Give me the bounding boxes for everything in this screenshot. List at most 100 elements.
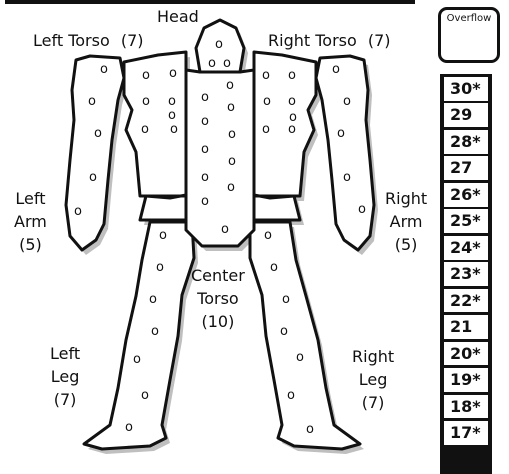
- armor-pip[interactable]: o: [159, 228, 167, 243]
- overflow-box: Overflow: [438, 7, 500, 63]
- heat-scale-cell[interactable]: 30*: [444, 77, 488, 101]
- right-arm-line2: Arm: [385, 210, 427, 233]
- heat-scale-cell[interactable]: 20*: [444, 342, 488, 366]
- head-label-text: Head: [157, 5, 199, 28]
- left-leg-line1: Left: [50, 342, 80, 365]
- center-torso-outline: [186, 70, 254, 246]
- armor-pip[interactable]: o: [288, 94, 296, 109]
- armor-pip[interactable]: o: [337, 126, 345, 141]
- center-torso-label: Center Torso (10): [191, 264, 245, 334]
- right-leg-armor: (7): [352, 391, 394, 414]
- armor-pip[interactable]: o: [287, 388, 295, 403]
- heat-scale-cell[interactable]: 24*: [444, 236, 488, 260]
- armor-pip[interactable]: o: [306, 422, 314, 437]
- right-leg-line2: Leg: [352, 368, 394, 391]
- armor-pip[interactable]: o: [343, 94, 351, 109]
- heat-scale-cell[interactable]: 27: [444, 156, 488, 180]
- armor-pip[interactable]: o: [88, 94, 96, 109]
- armor-pip[interactable]: o: [201, 142, 209, 157]
- armor-pip[interactable]: o: [142, 94, 150, 109]
- heat-scale-cell[interactable]: 21: [444, 315, 488, 339]
- right-arm-label: Right Arm (5): [385, 187, 427, 257]
- left-arm-line1: Left: [14, 187, 47, 210]
- armor-pip[interactable]: o: [227, 100, 235, 115]
- left-torso-label: Left Torso (7): [33, 29, 144, 52]
- left-leg-armor: (7): [50, 388, 80, 411]
- right-torso-name: Right Torso: [268, 31, 357, 50]
- heat-scale-cell[interactable]: 18*: [444, 395, 488, 419]
- armor-pip[interactable]: o: [264, 228, 272, 243]
- armor-pip[interactable]: o: [282, 292, 290, 307]
- armor-pip[interactable]: o: [208, 56, 216, 71]
- armor-pip[interactable]: o: [133, 352, 141, 367]
- armor-pip[interactable]: o: [270, 260, 278, 275]
- right-leg-line1: Right: [352, 345, 394, 368]
- armor-pip[interactable]: o: [201, 194, 209, 209]
- armor-pip[interactable]: o: [156, 260, 164, 275]
- right-leg-outline: [250, 222, 360, 449]
- armor-pip[interactable]: o: [169, 66, 177, 81]
- armor-pip[interactable]: o: [228, 127, 236, 142]
- heat-scale-cell[interactable]: 19*: [444, 368, 488, 392]
- armor-pip[interactable]: o: [141, 122, 149, 137]
- heat-scale-cell[interactable]: 28*: [444, 130, 488, 154]
- armor-pip[interactable]: o: [100, 62, 108, 77]
- head-label: Head: [157, 5, 199, 28]
- armor-pip[interactable]: o: [228, 154, 236, 169]
- armor-pip[interactable]: o: [296, 350, 304, 365]
- heat-scale-cell[interactable]: 22*: [444, 289, 488, 313]
- heat-scale-cell[interactable]: 17*: [444, 421, 488, 445]
- armor-pip[interactable]: o: [201, 90, 209, 105]
- heat-scale: 30*29 28*27 26*25* 24*23* 22*21 20*19* 18*17*: [440, 74, 492, 474]
- left-arm-label: Left Arm (5): [14, 187, 47, 257]
- armor-pip[interactable]: o: [262, 68, 270, 83]
- armor-pip[interactable]: o: [288, 122, 296, 137]
- heat-scale-cell[interactable]: 26*: [444, 183, 488, 207]
- armor-pip[interactable]: o: [141, 388, 149, 403]
- armor-pip[interactable]: o: [168, 94, 176, 109]
- armor-pip[interactable]: o: [280, 324, 288, 339]
- armor-pip[interactable]: o: [358, 202, 366, 217]
- heat-scale-cell[interactable]: 23*: [444, 262, 488, 286]
- armor-pip[interactable]: o: [142, 68, 150, 83]
- overflow-label: Overflow: [447, 13, 492, 24]
- armor-pip[interactable]: o: [74, 204, 82, 219]
- armor-pip[interactable]: o: [89, 170, 97, 185]
- armor-pip[interactable]: o: [226, 78, 234, 93]
- armor-pip[interactable]: o: [94, 126, 102, 141]
- left-arm-line2: Arm: [14, 210, 47, 233]
- center-torso-line1: Center: [191, 264, 245, 287]
- armor-pip[interactable]: o: [215, 37, 223, 52]
- armor-pip[interactable]: o: [227, 180, 235, 195]
- left-leg-outline: [84, 222, 194, 449]
- top-bar: [5, 0, 415, 4]
- armor-pip[interactable]: o: [125, 420, 133, 435]
- armor-pip[interactable]: o: [343, 170, 351, 185]
- armor-pip[interactable]: o: [151, 324, 159, 339]
- left-leg-label: Left Leg (7): [50, 342, 80, 412]
- center-torso-armor: (10): [191, 310, 245, 333]
- right-leg-label: Right Leg (7): [352, 345, 394, 415]
- heat-scale-cell[interactable]: 29: [444, 103, 488, 127]
- heat-scale-cell[interactable]: 25*: [444, 209, 488, 233]
- left-torso-armor: (7): [121, 31, 144, 50]
- right-arm-armor: (5): [385, 233, 427, 256]
- right-arm-outline: [316, 56, 374, 250]
- center-torso-line2: Torso: [191, 287, 245, 310]
- armor-pip[interactable]: o: [149, 292, 157, 307]
- armor-pip[interactable]: o: [288, 68, 296, 83]
- right-torso-label: Right Torso (7): [268, 29, 391, 52]
- armor-pip[interactable]: o: [221, 222, 229, 237]
- armor-pip[interactable]: o: [201, 170, 209, 185]
- armor-pip[interactable]: o: [170, 122, 178, 137]
- armor-pip[interactable]: o: [263, 94, 271, 109]
- armor-pip[interactable]: o: [201, 114, 209, 129]
- armor-pip[interactable]: o: [332, 62, 340, 77]
- right-torso-armor: (7): [368, 31, 391, 50]
- armor-pip[interactable]: o: [262, 122, 270, 137]
- right-arm-line1: Right: [385, 187, 427, 210]
- armor-pip[interactable]: o: [223, 56, 231, 71]
- left-torso-name: Left Torso: [33, 31, 110, 50]
- armor-pip[interactable]: o: [168, 108, 176, 123]
- left-arm-outline: [66, 56, 124, 250]
